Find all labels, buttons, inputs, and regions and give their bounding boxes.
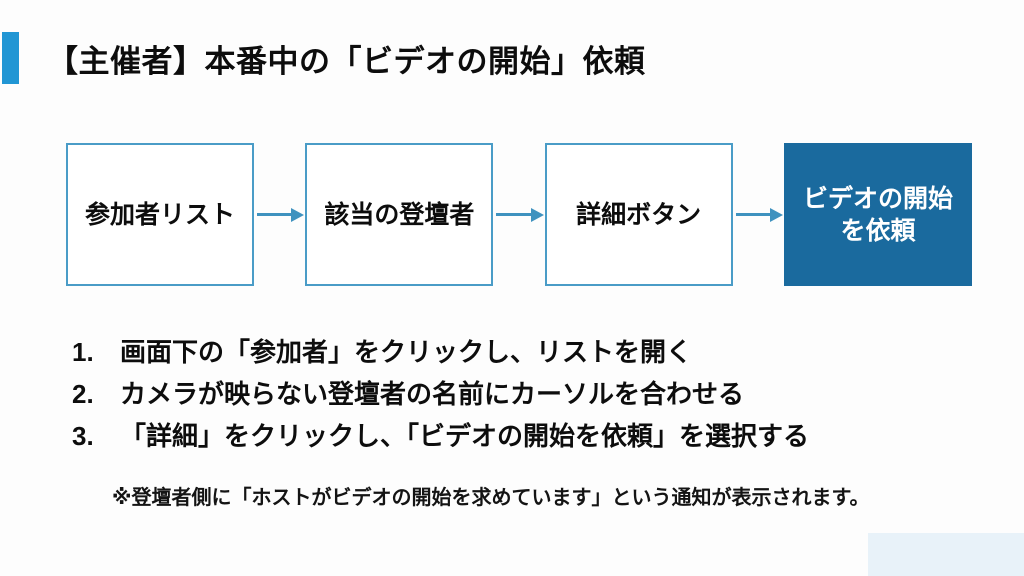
flow-arrow-1 <box>255 207 305 222</box>
flow-box-label: 参加者リスト <box>84 200 235 229</box>
flow-box-participant-list: 参加者リスト <box>66 143 254 286</box>
flow-arrow-2 <box>494 207 544 222</box>
flow-box-label: 該当の登壇者 <box>324 200 475 229</box>
instruction-number: 2. <box>72 379 94 409</box>
instruction-number: 1. <box>72 337 94 367</box>
title-accent-bar <box>2 32 19 84</box>
page-title: 【主催者】本番中の「ビデオの開始」依頼 <box>47 43 646 79</box>
flow-box-details-button: 詳細ボタン <box>544 143 733 286</box>
instruction-item: 1. 画面下の「参加者」をクリックし、リストを開く <box>72 332 972 374</box>
instruction-item: 2. カメラが映らない登壇者の名前にカーソルを合わせる <box>72 374 972 416</box>
arrow-head-icon <box>769 207 783 222</box>
instruction-text: 「詳細」をクリックし、「ビデオの開始を依頼」を選択する <box>120 421 810 451</box>
arrow-head-icon <box>530 207 544 222</box>
instruction-number: 3. <box>72 421 94 451</box>
flow-box-target-speaker: 該当の登壇者 <box>305 143 494 286</box>
flow-box-ask-to-start-video: ビデオの開始を依頼 <box>783 143 972 286</box>
arrow-shaft <box>496 213 533 216</box>
flow-diagram: 参加者リスト 該当の登壇者 詳細ボタン ビデオの開始を依頼 <box>66 143 972 286</box>
arrow-head-icon <box>291 207 305 222</box>
arrow-shaft <box>735 213 772 216</box>
flow-box-label: ビデオの開始を依頼 <box>802 184 953 245</box>
flow-arrow-3 <box>734 207 783 222</box>
flow-box-label: 詳細ボタン <box>576 200 702 229</box>
instruction-list: 1. 画面下の「参加者」をクリックし、リストを開く 2. カメラが映らない登壇者… <box>72 332 972 458</box>
instruction-item: 3. 「詳細」をクリックし、「ビデオの開始を依頼」を選択する <box>72 416 972 458</box>
corner-decoration-block <box>868 533 1024 576</box>
slide-title-row: 【主催者】本番中の「ビデオの開始」依頼 <box>0 30 1024 86</box>
instruction-text: カメラが映らない登壇者の名前にカーソルを合わせる <box>120 379 745 409</box>
arrow-shaft <box>257 213 294 216</box>
instruction-text: 画面下の「参加者」をクリックし、リストを開く <box>120 337 693 367</box>
footnote-text: ※登壇者側に「ホストがビデオの開始を求めています」という通知が表示されます。 <box>112 487 870 509</box>
